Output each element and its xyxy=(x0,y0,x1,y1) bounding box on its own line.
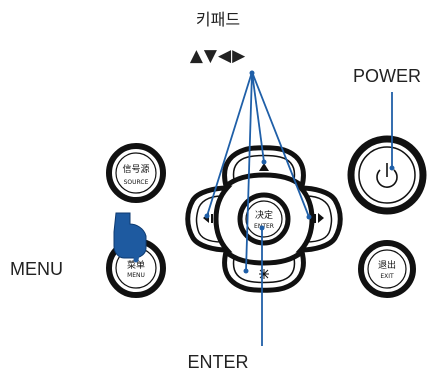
down-arrow-icon xyxy=(259,269,269,279)
enter-button-line1: 决定 xyxy=(255,209,273,221)
callout-left xyxy=(206,71,253,217)
power-icon xyxy=(376,163,398,188)
source-button-line1: 信号源 xyxy=(122,163,149,175)
arrow-keys-label: ▲▼◀▶ xyxy=(189,46,247,66)
callout-lines xyxy=(206,71,393,346)
callout-dots xyxy=(204,70,395,274)
menu-button-line1: 菜单 xyxy=(127,259,145,271)
enter-button[interactable]: 决定 ENTER xyxy=(237,192,291,246)
enter-label: ENTER xyxy=(187,352,249,372)
power-label: POWER xyxy=(353,66,422,86)
exit-button-line1: 退出 xyxy=(378,259,396,271)
pointing-hand-icon xyxy=(113,212,147,263)
power-button[interactable] xyxy=(347,135,427,215)
callout-up xyxy=(251,71,265,163)
up-arrow-icon xyxy=(259,163,269,171)
exit-button[interactable]: 退出 EXIT xyxy=(358,240,416,298)
callout-right xyxy=(251,71,310,218)
menu-label: MENU xyxy=(10,259,63,279)
right-arrow-icon xyxy=(314,213,324,223)
callout-down xyxy=(245,71,253,272)
diagram-title: 키패드 xyxy=(195,10,241,29)
source-button-line2: SOURCE xyxy=(124,179,149,186)
source-button[interactable]: 信号源 SOURCE xyxy=(106,143,166,203)
menu-button-line2: MENU xyxy=(127,272,145,279)
exit-button-line2: EXIT xyxy=(380,273,394,280)
